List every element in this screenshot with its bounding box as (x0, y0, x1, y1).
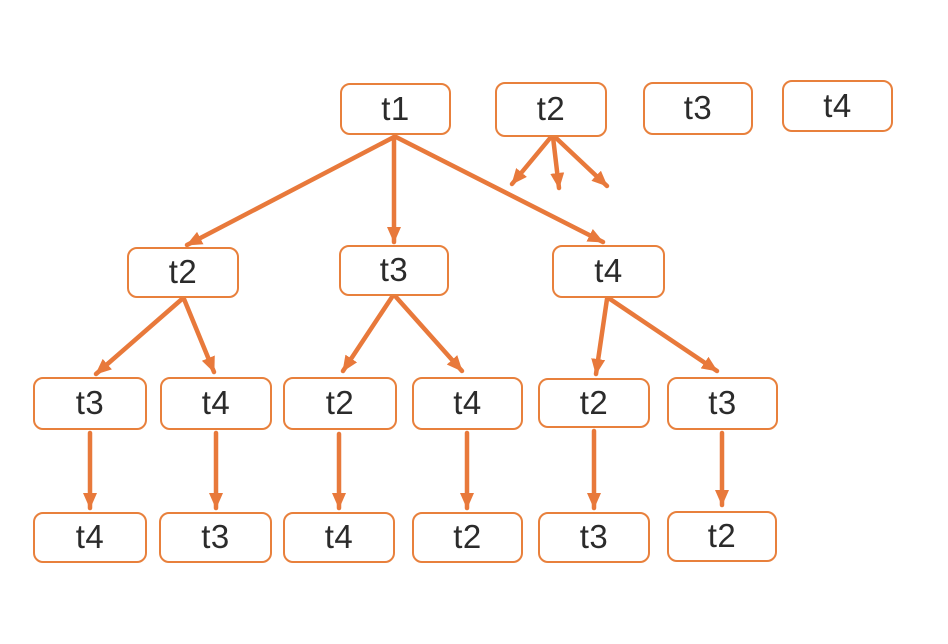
node-label: t4 (594, 252, 623, 289)
node-t1-t4-t3-t2: t2 (667, 511, 777, 562)
node-root-t1: t1 (340, 83, 451, 135)
edge-arrow-root-t1-to-t1-t4 (393, 134, 606, 245)
node-label: t3 (708, 384, 737, 421)
node-t1-t3-t4-t2: t2 (412, 512, 523, 563)
edge-arrow-root-t1-to-t1-t2 (184, 134, 397, 248)
node-label: t2 (536, 90, 566, 127)
node-label: t1 (381, 89, 410, 127)
node-t1-t2-t4-t3: t3 (159, 512, 272, 563)
node-t1-t4-t2-t3: t3 (538, 512, 650, 563)
node-t1-t2: t2 (127, 247, 239, 298)
node-label: t4 (453, 384, 482, 421)
node-label: t4 (823, 86, 852, 124)
node-label: t2 (325, 384, 355, 421)
node-label: t2 (453, 518, 482, 555)
node-label: t4 (324, 518, 354, 555)
edge-arrow-t1-t2-to-t1-t2-t4 (181, 296, 217, 375)
node-t1-t3-t4: t4 (412, 377, 523, 430)
node-label: t2 (579, 383, 609, 421)
edge-arrow-t1-t4-to-t1-t4-t3 (607, 296, 720, 374)
node-label: t3 (201, 518, 230, 555)
node-t1-t3-t2: t2 (283, 377, 397, 430)
node-label: t3 (75, 384, 105, 421)
node-t1-t4-t3: t3 (667, 377, 778, 430)
node-label: t3 (579, 518, 609, 555)
node-t1-t4-t2: t2 (538, 378, 650, 428)
edge-arrow-t1-t3-to-t1-t3-t4 (393, 294, 465, 374)
edge-arrow-t1-t4-to-t1-t4-t2 (591, 296, 610, 377)
node-label: t3 (379, 251, 409, 288)
node-label: t3 (683, 89, 713, 126)
node-root-t2: t2 (495, 82, 607, 137)
node-label: t2 (707, 517, 737, 554)
node-t1-t2-t3: t3 (33, 377, 147, 430)
node-t1-t3-t2-t4: t4 (283, 512, 395, 563)
node-t1-t2-t3-t4: t4 (33, 512, 147, 563)
node-label: t2 (168, 253, 198, 290)
node-t1-t3: t3 (339, 245, 449, 296)
edge-arrow-dangling-root-t2 (550, 134, 565, 191)
node-root-t3: t3 (643, 82, 753, 135)
edge-arrow-dangling-root-t2 (509, 134, 554, 187)
edge-arrow-t1-t3-to-t1-t3-t2 (340, 294, 395, 374)
node-label: t4 (201, 384, 231, 421)
node-t1-t4: t4 (552, 245, 665, 298)
edge-arrow-t1-t2-to-t1-t2-t3 (93, 296, 185, 377)
edge-arrow-dangling-root-t2 (552, 134, 610, 189)
node-root-t4: t4 (782, 80, 893, 132)
node-t1-t2-t4: t4 (160, 377, 272, 430)
node-label: t4 (75, 518, 105, 555)
